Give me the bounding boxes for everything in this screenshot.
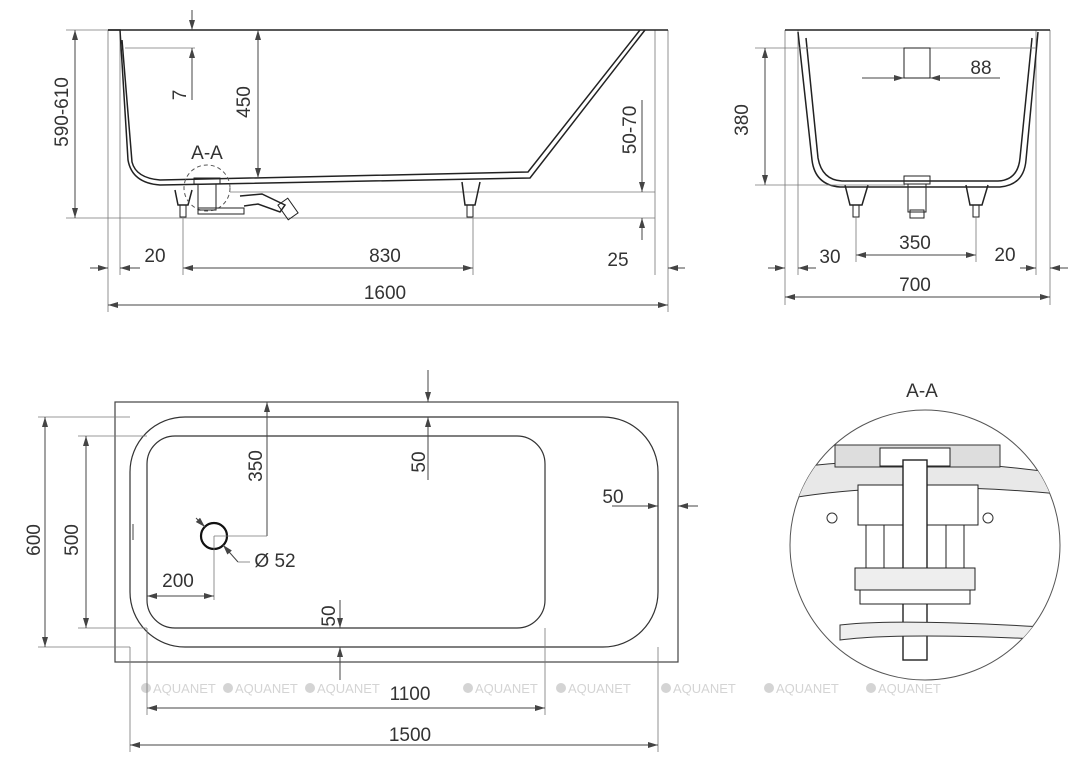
dim-end-left-offset: 30 (819, 247, 840, 268)
drain-assembly-icon (903, 175, 931, 219)
dim-drain-diameter: Ø 52 (254, 551, 295, 572)
dim-leg-height: 50-70 (620, 106, 641, 155)
dim-rim-bottom: 50 (319, 605, 340, 626)
watermark-logo-icon (661, 683, 671, 693)
end-view: 88 380 30 350 20 700 (732, 29, 1068, 305)
watermark-logo-icon (141, 683, 151, 693)
watermark-logo-icon (305, 683, 315, 693)
dim-height-total: 590-610 (52, 77, 73, 147)
dim-length: 1600 (364, 283, 406, 304)
watermark-logo-icon (556, 683, 566, 693)
dim-drain-offset-x: 200 (162, 571, 194, 592)
watermark-text: AQUANET (153, 681, 216, 696)
dim-inner-depth: 450 (234, 86, 255, 118)
dim-rim-thickness: 7 (170, 90, 191, 101)
watermark-logo-icon (463, 683, 473, 693)
section-label: A-A (906, 381, 938, 402)
dim-leg-spacing: 830 (369, 246, 401, 267)
dim-drain-offset-y: 350 (246, 450, 267, 482)
dim-end-right-offset: 20 (994, 245, 1015, 266)
section-detail-a-a: A-A (789, 381, 1061, 681)
watermark-text: AQUANET (673, 681, 736, 696)
dim-inner-width: 500 (62, 524, 83, 556)
watermark-logo-icon (764, 683, 774, 693)
dim-inner-length: 1100 (390, 684, 431, 705)
watermark-row: AQUANET AQUANET AQUANET AQUANET AQUANET AQUAN… (141, 681, 941, 696)
watermark-text: AQUANET (475, 681, 538, 696)
watermark-text: AQUANET (878, 681, 941, 696)
watermark-text: AQUANET (235, 681, 298, 696)
side-view: 590-610 7 450 A-A 50-70 20 830 25 1600 (52, 10, 685, 312)
dim-outer-width: 600 (24, 524, 45, 556)
dim-rim-top: 50 (409, 451, 430, 472)
dim-outer-length: 1500 (389, 725, 431, 746)
watermark-text: AQUANET (776, 681, 839, 696)
dim-rim-right: 50 (602, 487, 623, 508)
dim-width: 700 (899, 275, 931, 296)
dim-right-offset: 25 (607, 250, 628, 271)
watermark-logo-icon (866, 683, 876, 693)
dim-end-leg-spacing: 350 (899, 233, 931, 254)
drain-assembly-icon (183, 164, 299, 221)
dim-depth: 380 (732, 104, 753, 136)
watermark-logo-icon (223, 683, 233, 693)
plan-view: 600 500 350 50 50 Ø 52 200 50 1100 1500 (24, 370, 698, 752)
dim-overflow-width: 88 (970, 58, 991, 79)
watermark-text: AQUANET (568, 681, 631, 696)
dim-left-offset: 20 (144, 246, 165, 267)
section-marker-label: A-A (191, 143, 223, 164)
watermark-text: AQUANET (317, 681, 380, 696)
